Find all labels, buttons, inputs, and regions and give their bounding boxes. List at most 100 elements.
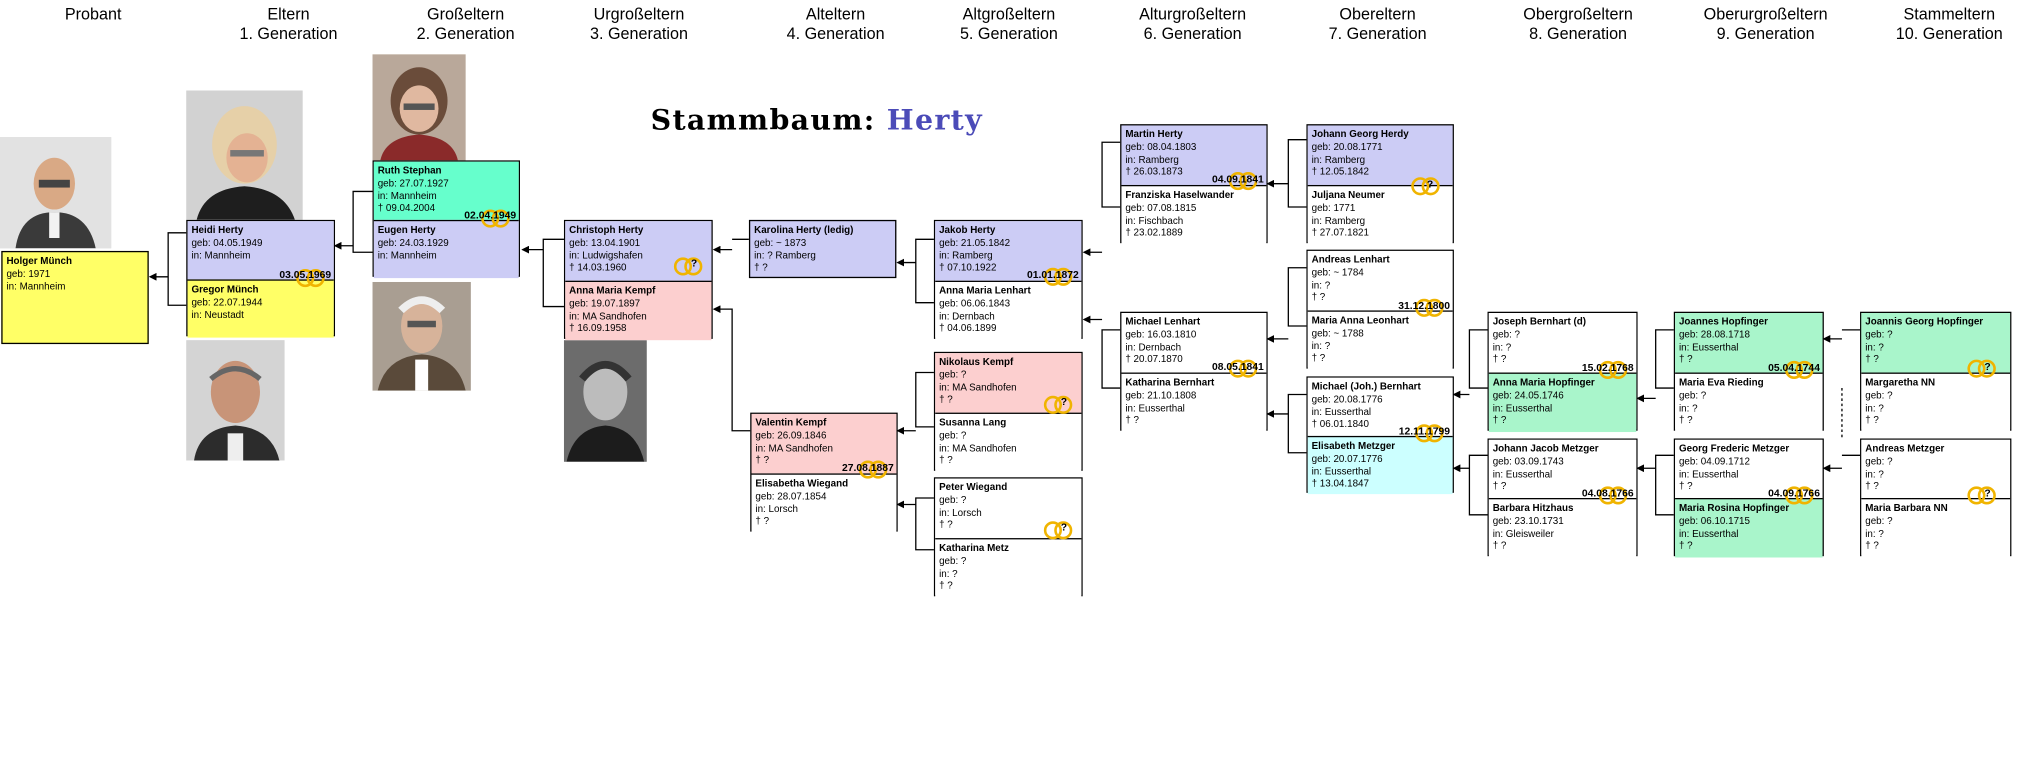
- person-box-p32[interactable]: Maria Eva Rieding geb: ? in: ? † ?: [1675, 372, 1823, 433]
- person-place: in: Lorsch: [755, 502, 799, 515]
- person-place: in: Eusserthal: [1678, 467, 1739, 480]
- person-photo-icon: [0, 137, 112, 249]
- person-box-p34[interactable]: Maria Rosina Hopfinger geb: 06.10.1715 i…: [1675, 497, 1823, 558]
- person-name: Katharina Metz: [939, 541, 1009, 554]
- person-box-p26[interactable]: Elisabeth Metzger geb: 20.07.1776 in: Eu…: [1307, 435, 1453, 495]
- marriage-date: ?: [1984, 360, 1991, 373]
- couple-box-p17-p18: Martin Herty geb: 08.04.1803 in: Ramberg…: [1120, 124, 1268, 245]
- person-birth: geb: 22.07.1944: [191, 295, 263, 308]
- person-box-p10[interactable]: Elisabetha Wiegand geb: 28.07.1854 in: L…: [751, 473, 897, 533]
- person-box-p1[interactable]: Holger Münch geb: 1971 in: Mannheim: [1, 250, 149, 345]
- person-name: Andreas Metzger: [1865, 442, 1945, 455]
- person-box-p8[interactable]: Karolina Herty (ledig) geb: ~ 1873 in: ?…: [748, 219, 897, 279]
- person-place: in: Mannheim: [191, 249, 251, 261]
- marriage-date: 01.01.1872: [1026, 269, 1079, 281]
- person-place: in: ?: [1865, 527, 1884, 539]
- person-death: † 07.10.1922: [939, 261, 997, 274]
- person-box-p36[interactable]: Margaretha NN geb: ? in: ? † ?: [1861, 372, 2011, 433]
- person-box-p7[interactable]: Anna Maria Kempf geb: 19.07.1897 in: MA …: [565, 280, 712, 341]
- person-death: † 12.05.1842: [1311, 166, 1369, 178]
- wedding-rings-icon: [1411, 177, 1440, 196]
- marriage-date: ?: [1060, 395, 1068, 408]
- person-place: in: Neustadt: [191, 308, 244, 321]
- person-place: in: Gleisweiler: [1492, 527, 1554, 539]
- person-box-p20[interactable]: Katharina Bernhart geb: 21.10.1808 in: E…: [1121, 372, 1267, 433]
- person-death: † ?: [755, 515, 770, 527]
- marriage-date: 12.11.1799: [1398, 425, 1451, 438]
- person-place: in: MA Sandhofen: [939, 381, 1017, 393]
- couple-box-p23-p24: Andreas Lenhart geb: ~ 1784 in: ? † ? Ma…: [1306, 249, 1454, 370]
- person-box-p33[interactable]: Georg Frederic Metzger geb: 04.09.1712 i…: [1675, 439, 1823, 498]
- person-death: † ?: [1311, 291, 1326, 304]
- person-box-p24[interactable]: Maria Anna Leonhart geb: ~ 1788 in: ? † …: [1307, 310, 1453, 370]
- person-box-p35[interactable]: Joannis Georg Hopfinger geb: ? in: ? † ?: [1861, 313, 2011, 373]
- marriage-date: ?: [1426, 178, 1434, 191]
- person-birth: geb: 23.10.1731: [1492, 514, 1564, 527]
- photo-anna-maria-kempf: [563, 340, 647, 462]
- person-name: Martin Herty: [1125, 128, 1183, 140]
- person-name: Karolina Herty (ledig): [754, 223, 854, 236]
- person-box-p3[interactable]: Gregor Münch geb: 22.07.1944 in: Neustad…: [187, 279, 334, 338]
- person-name: Gregor Münch: [191, 283, 259, 295]
- couple-box-p27-p28: Joseph Bernhart (d) geb: ? in: ? † ? Ann…: [1487, 311, 1638, 433]
- person-birth: geb: ~ 1788: [1311, 326, 1364, 339]
- person-name: Margaretha NN: [1865, 376, 1936, 389]
- person-box-p28[interactable]: Anna Maria Hopfinger geb: 24.05.1746 in:…: [1488, 372, 1637, 433]
- person-birth: geb: 21.05.1842: [939, 236, 1011, 249]
- wedding-rings-icon: [1785, 486, 1814, 505]
- person-place: in: Ludwigshafen: [569, 249, 643, 261]
- person-death: † ?: [1678, 480, 1693, 493]
- person-box-p21[interactable]: Johann Georg Herdy geb: 20.08.1771 in: R…: [1307, 125, 1453, 185]
- person-name: Maria Anna Leonhart: [1311, 314, 1409, 326]
- couple-box-p19-p20: Michael Lenhart geb: 16.03.1810 in: Dern…: [1120, 311, 1268, 433]
- person-box-p16[interactable]: Katharina Metz geb: ? in: ? † ?: [935, 538, 1082, 598]
- person-box-p18[interactable]: Franziska Haselwander geb: 07.08.1815 in…: [1121, 184, 1267, 245]
- person-name: Holger Münch: [6, 254, 72, 267]
- person-box-p4[interactable]: Ruth Stephan geb: 27.07.1927 in: Mannhei…: [373, 161, 519, 220]
- person-name: Andreas Lenhart: [1311, 253, 1390, 266]
- photo-gregor-muench: [186, 340, 285, 461]
- marriage-date: 03.05.1969: [279, 269, 332, 281]
- person-death: † ?: [1865, 414, 1879, 427]
- person-box-p30[interactable]: Barbara Hitzhaus geb: 23.10.1731 in: Gle…: [1488, 497, 1637, 558]
- person-place: in: Eusserthal: [1125, 401, 1185, 414]
- person-photo-icon: [186, 90, 303, 220]
- marriage-date: 02.04.1949: [464, 209, 517, 222]
- couple-box-p25-p26: Michael (Joh.) Bernhart geb: 20.08.1776 …: [1306, 376, 1454, 495]
- couple-box-p37-p38: Andreas Metzger geb: ? in: ? † ? Maria B…: [1860, 438, 2012, 558]
- person-box-p6[interactable]: Christoph Herty geb: 13.04.1901 in: Ludw…: [565, 221, 712, 281]
- wedding-rings-icon: [1228, 172, 1258, 191]
- person-box-p12[interactable]: Anna Maria Lenhart geb: 06.06.1843 in: D…: [935, 280, 1082, 341]
- person-box-p25[interactable]: Michael (Joh.) Bernhart geb: 20.08.1776 …: [1307, 377, 1453, 436]
- person-birth: geb: 04.05.1949: [191, 236, 263, 249]
- person-name: Anna Maria Kempf: [569, 284, 656, 297]
- person-box-p14[interactable]: Susanna Lang geb: ? in: MA Sandhofen † ?: [935, 412, 1082, 473]
- person-birth: geb: ?: [1678, 389, 1707, 401]
- person-birth: geb: 16.03.1810: [1125, 328, 1197, 340]
- photo-eugen-herty: [372, 281, 471, 391]
- person-box-p38[interactable]: Maria Barbara NN geb: ? in: ? † ?: [1861, 497, 2011, 558]
- couple-box-p9-p10: Valentin Kempf geb: 26.09.1846 in: MA Sa…: [750, 412, 898, 533]
- person-place: in: Ramberg: [939, 249, 993, 261]
- person-death: † ?: [939, 454, 953, 467]
- person-birth: geb: ?: [939, 368, 967, 381]
- person-box-p2[interactable]: Heidi Herty geb: 04.05.1949 in: Mannheim: [187, 221, 334, 280]
- marriage-date: ?: [1984, 487, 1991, 500]
- person-death: † 23.02.1889: [1125, 226, 1183, 239]
- person-name: Katharina Bernhart: [1125, 376, 1215, 389]
- person-name: Elisabeth Metzger: [1311, 439, 1396, 452]
- person-birth: geb: ~ 1873: [754, 236, 807, 249]
- person-name: Anna Maria Lenhart: [939, 284, 1031, 297]
- person-birth: geb: 1771: [1311, 201, 1356, 214]
- person-place: in: MA Sandhofen: [755, 441, 833, 454]
- person-name: Jakob Herty: [939, 223, 996, 236]
- wedding-rings-icon: [1415, 298, 1444, 317]
- person-name: Joannis Georg Hopfinger: [1865, 315, 1984, 328]
- person-box-p5[interactable]: Eugen Herty geb: 24.03.1929 in: Mannheim: [373, 219, 519, 279]
- person-death: † 26.03.1873: [1125, 166, 1183, 178]
